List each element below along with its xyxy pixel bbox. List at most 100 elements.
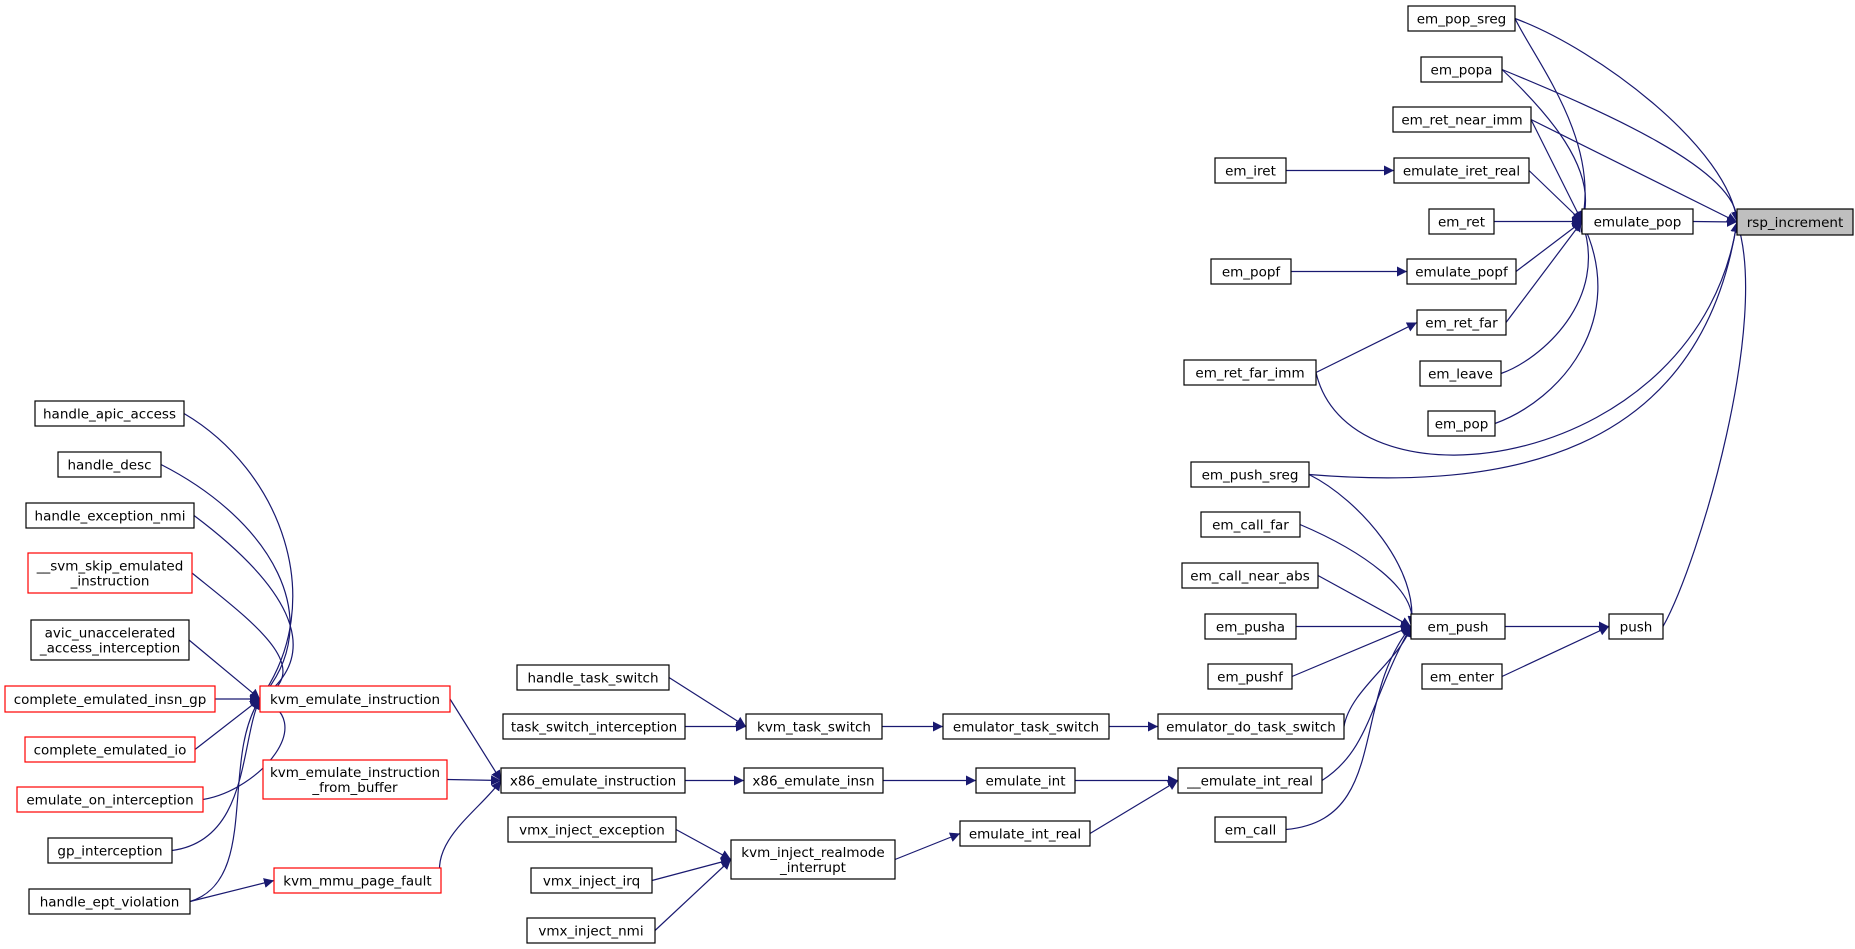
node-complete_emulated_insn_gp[interactable]: complete_emulated_insn_gp	[4, 685, 216, 713]
node-em_popf[interactable]: em_popf	[1210, 258, 1292, 285]
node-label: handle_apic_access	[43, 407, 176, 423]
node-em_ret_far_imm[interactable]: em_ret_far_imm	[1183, 359, 1317, 386]
node-box	[30, 619, 190, 661]
node-label: kvm_inject_realmode	[741, 845, 884, 861]
node-emulate_pop[interactable]: emulate_pop	[1581, 208, 1694, 235]
node-label: em_pushf	[1217, 670, 1284, 686]
node-label: emulate_on_interception	[26, 793, 193, 809]
node-vmx_inject_exception[interactable]: vmx_inject_exception	[507, 816, 677, 843]
node-label: em_popf	[1222, 265, 1282, 281]
node-box	[1421, 663, 1503, 690]
node-kvm_task_switch[interactable]: kvm_task_switch	[745, 713, 883, 740]
node-box	[259, 685, 451, 713]
node-box	[57, 451, 162, 478]
node-emulate_on_interception[interactable]: emulate_on_interception	[16, 786, 204, 813]
edge-em_ret_far_imm-to-rsp_increment	[1315, 221, 1741, 456]
node-x86_emulate_instruction[interactable]: x86_emulate_instruction	[500, 767, 686, 794]
node-box	[942, 713, 1110, 740]
edge-em_enter-to-push	[1501, 625, 1610, 678]
node-em_leave[interactable]: em_leave	[1419, 360, 1502, 387]
node-em_iret[interactable]: em_iret	[1214, 157, 1287, 184]
node-kvm_emulate_instruction[interactable]: kvm_emulate_instruction	[259, 685, 451, 713]
node-emulate_int_real[interactable]: emulate_int_real	[959, 820, 1091, 847]
node-label: _access_interception	[39, 641, 180, 657]
node-em_ret[interactable]: em_ret	[1428, 208, 1495, 235]
edge-em_ret_near_imm-to-rsp_increment	[1530, 118, 1738, 223]
node-box	[1207, 663, 1293, 690]
node-label: em_push_sreg	[1202, 468, 1299, 484]
node-box	[1210, 258, 1292, 285]
node-x86_emulate_insn[interactable]: x86_emulate_insn	[743, 767, 884, 794]
node-handle_desc[interactable]: handle_desc	[57, 451, 162, 478]
node-em_call_near_abs[interactable]: em_call_near_abs	[1181, 562, 1319, 589]
node-box	[1581, 208, 1694, 235]
node-em_call_far[interactable]: em_call_far	[1200, 511, 1301, 538]
node-box	[1419, 360, 1502, 387]
edge-kvm_emulate_instruction-to-x86_emulate_instruction	[449, 698, 502, 781]
node-label: handle_task_switch	[527, 671, 658, 687]
node-handle_exception_nmi[interactable]: handle_exception_nmi	[25, 502, 195, 529]
node-em_ret_near_imm[interactable]: em_ret_near_imm	[1392, 106, 1532, 133]
node-box	[47, 837, 173, 864]
node-em_push[interactable]: em_push	[1410, 613, 1506, 640]
node-emulate_int[interactable]: emulate_int	[975, 767, 1076, 794]
node-complete_emulated_io[interactable]: complete_emulated_io	[24, 736, 196, 763]
node-handle_ept_violation[interactable]: handle_ept_violation	[28, 888, 191, 915]
node-push[interactable]: push	[1608, 613, 1664, 640]
node-label: kvm_emulate_instruction	[270, 692, 440, 708]
node-box	[262, 759, 448, 800]
node-label: _from_buffer	[311, 780, 398, 796]
node-label: rsp_increment	[1747, 215, 1844, 231]
node-em_popa[interactable]: em_popa	[1420, 56, 1503, 83]
node-label: complete_emulated_io	[34, 743, 187, 759]
edge-kvm_emulate_instruction_from_buffer-to-x86_emulate_instruction	[446, 775, 502, 786]
node-label: em_call	[1225, 823, 1276, 839]
node-box	[1420, 56, 1503, 83]
node-kvm_inject_realmode_interrupt[interactable]: kvm_inject_realmode_interrupt	[730, 839, 896, 880]
node-kvm_emulate_instruction_from_buffer[interactable]: kvm_emulate_instruction_from_buffer	[262, 759, 448, 800]
node-emulate_popf[interactable]: emulate_popf	[1406, 258, 1517, 285]
node-label: em_ret	[1438, 215, 1485, 231]
edge-em_call_far-to-em_push	[1299, 523, 1419, 627]
node-avic_unaccelerated_access_interception[interactable]: avic_unaccelerated_access_interception	[30, 619, 190, 661]
node-__emulate_int_real[interactable]: __emulate_int_real	[1177, 767, 1323, 794]
node-em_pop_sreg[interactable]: em_pop_sreg	[1407, 5, 1516, 32]
node-em_push_sreg[interactable]: em_push_sreg	[1190, 461, 1310, 488]
node-handle_apic_access[interactable]: handle_apic_access	[34, 400, 185, 427]
node-label: em_pusha	[1216, 620, 1285, 636]
node-box	[27, 552, 193, 594]
node-label: handle_ept_violation	[40, 895, 180, 911]
edge-emulate_popf-to-emulate_pop	[1515, 221, 1583, 272]
edge-vmx_inject_irq-to-kvm_inject_realmode_interrupt	[651, 857, 732, 882]
node-gp_interception[interactable]: gp_interception	[47, 837, 173, 864]
node-label: emulator_do_task_switch	[1166, 720, 1336, 736]
edge-em_pop-to-emulate_pop	[1494, 221, 1599, 425]
node-label: emulate_int_real	[969, 827, 1081, 843]
node-emulator_do_task_switch[interactable]: emulator_do_task_switch	[1157, 713, 1345, 740]
node-emulator_task_switch[interactable]: emulator_task_switch	[942, 713, 1110, 740]
node-task_switch_interception[interactable]: task_switch_interception	[502, 713, 686, 740]
node-em_pusha[interactable]: em_pusha	[1204, 613, 1297, 640]
node-__svm_skip_emulated_instruction[interactable]: __svm_skip_emulated_instruction	[27, 552, 193, 594]
node-box	[24, 736, 196, 763]
node-emulate_iret_real[interactable]: emulate_iret_real	[1393, 157, 1530, 184]
node-label: em_ret_far_imm	[1195, 366, 1304, 382]
node-em_pop[interactable]: em_pop	[1427, 410, 1496, 437]
node-box	[1157, 713, 1345, 740]
node-kvm_mmu_page_fault[interactable]: kvm_mmu_page_fault	[273, 867, 442, 894]
edge-handle_ept_violation-to-kvm_mmu_page_fault	[189, 878, 275, 903]
node-box	[34, 400, 185, 427]
node-em_call[interactable]: em_call	[1214, 816, 1287, 843]
node-handle_task_switch[interactable]: handle_task_switch	[516, 664, 670, 691]
edge-em_push_sreg-to-rsp_increment	[1308, 221, 1741, 479]
node-em_ret_far[interactable]: em_ret_far	[1416, 309, 1507, 336]
node-em_enter[interactable]: em_enter	[1421, 663, 1503, 690]
node-vmx_inject_nmi[interactable]: vmx_inject_nmi	[526, 917, 656, 944]
node-box	[730, 839, 896, 880]
node-vmx_inject_irq[interactable]: vmx_inject_irq	[530, 867, 653, 894]
node-box	[1214, 816, 1287, 843]
node-rsp_increment[interactable]: rsp_increment	[1736, 208, 1854, 236]
node-box	[502, 713, 686, 740]
node-em_pushf[interactable]: em_pushf	[1207, 663, 1293, 690]
node-box	[1608, 613, 1664, 640]
